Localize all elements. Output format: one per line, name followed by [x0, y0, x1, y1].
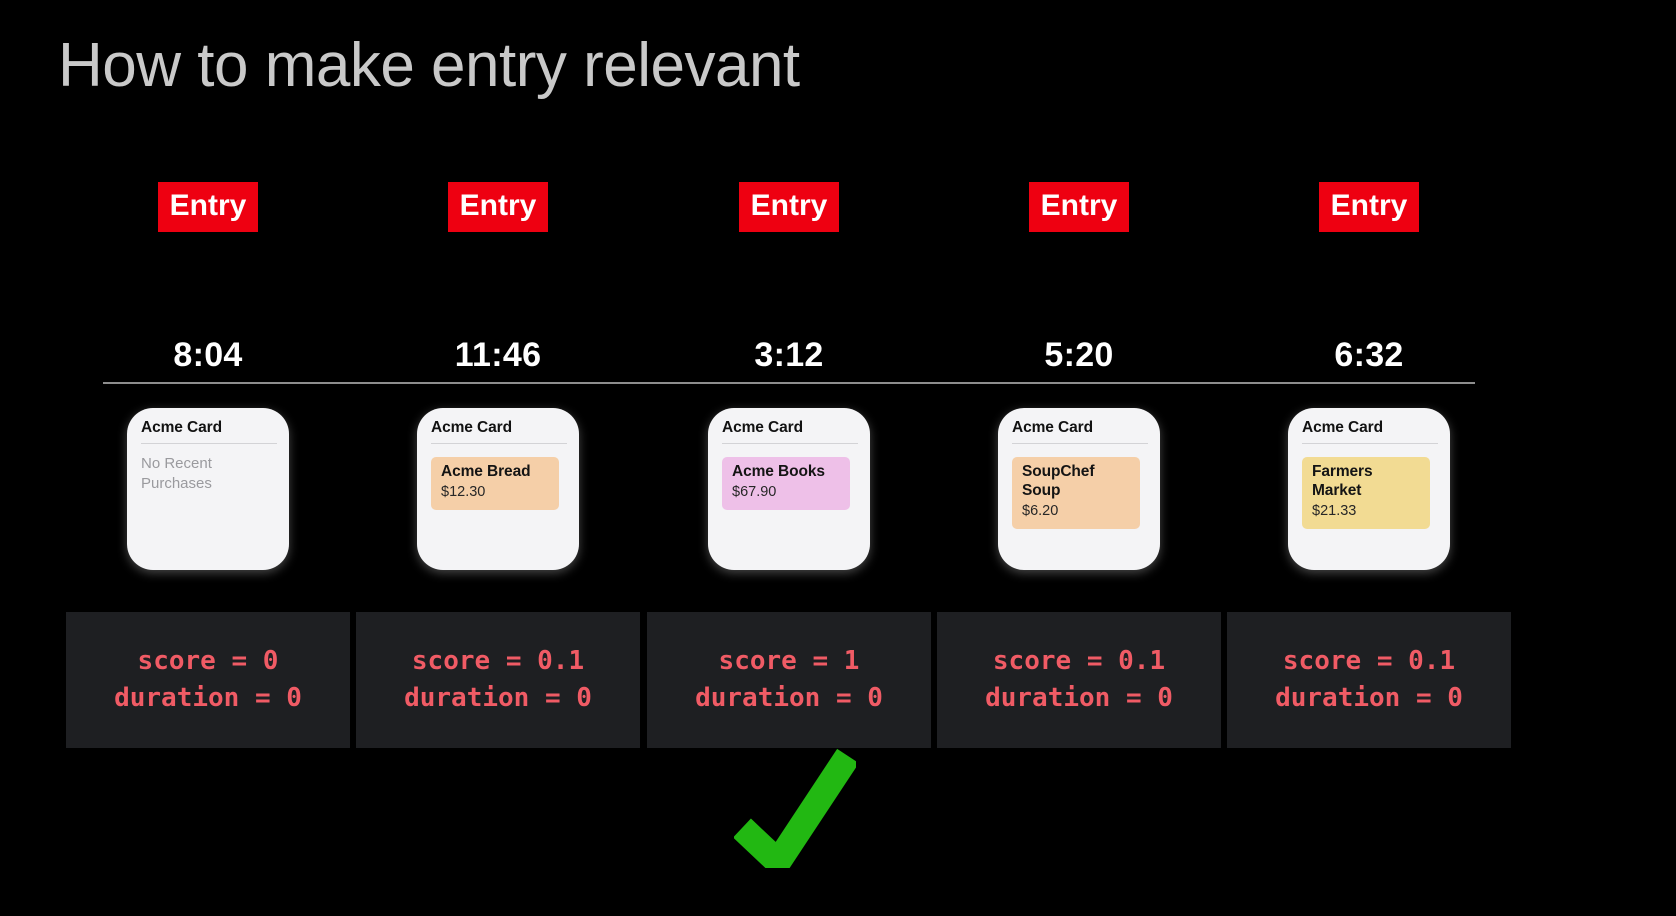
purchase-chip[interactable]: SoupChef Soup $6.20 — [1012, 457, 1140, 529]
purchase-amount: $12.30 — [441, 483, 486, 500]
code-block: score = 0.1 duration = 0 — [937, 612, 1221, 748]
code-line-duration: duration = 0 — [114, 683, 302, 713]
purchase-amount: $67.90 — [732, 483, 777, 500]
timeline-column: Entry 3:12 Acme Card Acme Books $67.90 s… — [644, 160, 934, 780]
entry-badge: Entry — [1318, 182, 1420, 232]
code-block: score = 0.1 duration = 0 — [1227, 612, 1511, 748]
code-line-score: score = 1 — [718, 646, 860, 677]
code-line-duration: duration = 0 — [404, 683, 592, 713]
card-divider — [431, 443, 567, 444]
entry-badge: Entry — [157, 182, 259, 232]
entry-timestamp: 3:12 — [754, 336, 824, 374]
card-title: Acme Card — [1012, 419, 1093, 436]
purchase-name: SoupChef Soup — [1022, 463, 1095, 499]
card-body: Acme Bread $12.30 — [417, 444, 579, 511]
code-block: score = 1 duration = 0 — [647, 612, 931, 748]
entry-badge-wrap: Entry — [934, 182, 1224, 232]
purchase-chip[interactable]: Acme Books $67.90 — [722, 457, 850, 511]
card-title: Acme Card — [141, 419, 222, 436]
code-line-score: score = 0.1 — [992, 646, 1166, 677]
entry-timestamp: 11:46 — [454, 336, 542, 374]
card-divider — [141, 443, 277, 444]
watch-card[interactable]: Acme Card SoupChef Soup $6.20 — [998, 408, 1160, 570]
card-divider — [1302, 443, 1438, 444]
card-body: Acme Books $67.90 — [708, 444, 870, 511]
entry-badge-wrap: Entry — [644, 182, 934, 232]
card-body: Farmers Market $21.33 — [1288, 444, 1450, 529]
no-purchases-text: No Recent Purchases — [141, 455, 212, 492]
entry-badge: Entry — [738, 182, 840, 232]
card-divider — [722, 443, 858, 444]
card-body: No Recent Purchases — [127, 444, 289, 494]
entry-timestamp: 8:04 — [173, 336, 243, 374]
card-divider — [1012, 443, 1148, 444]
timeline-column: Entry 11:46 Acme Card Acme Bread $12.30 … — [353, 160, 643, 780]
card-title: Acme Card — [431, 419, 512, 436]
code-line-duration: duration = 0 — [695, 683, 883, 713]
entry-badge-wrap: Entry — [63, 182, 353, 232]
purchase-chip[interactable]: Farmers Market $21.33 — [1302, 457, 1430, 529]
entry-badge: Entry — [1028, 182, 1130, 232]
purchase-name: Farmers Market — [1312, 463, 1373, 499]
entry-timeline: Entry 8:04 Acme Card No Recent Purchases… — [0, 160, 1676, 780]
timeline-divider — [103, 382, 1475, 384]
watch-card[interactable]: Acme Card Farmers Market $21.33 — [1288, 408, 1450, 570]
code-line-duration: duration = 0 — [1275, 683, 1463, 713]
entry-badge: Entry — [447, 182, 549, 232]
timeline-column: Entry 5:20 Acme Card SoupChef Soup $6.20… — [934, 160, 1224, 780]
purchase-amount: $21.33 — [1312, 502, 1357, 519]
purchase-chip[interactable]: Acme Bread $12.30 — [431, 457, 559, 511]
page-title: How to make entry relevant — [58, 31, 800, 100]
watch-card[interactable]: Acme Card No Recent Purchases — [127, 408, 289, 570]
code-line-score: score = 0.1 — [411, 646, 585, 677]
card-title: Acme Card — [1302, 419, 1383, 436]
purchase-name: Acme Bread — [441, 463, 531, 480]
watch-card[interactable]: Acme Card Acme Books $67.90 — [708, 408, 870, 570]
code-block: score = 0 duration = 0 — [66, 612, 350, 748]
code-block: score = 0.1 duration = 0 — [356, 612, 640, 748]
timeline-column: Entry 6:32 Acme Card Farmers Market $21.… — [1224, 160, 1514, 780]
card-body: SoupChef Soup $6.20 — [998, 444, 1160, 529]
code-line-score: score = 0.1 — [1282, 646, 1456, 677]
entry-badge-wrap: Entry — [1224, 182, 1514, 232]
entry-timestamp: 6:32 — [1334, 336, 1404, 374]
check-icon — [734, 748, 856, 868]
code-line-score: score = 0 — [137, 646, 279, 677]
timeline-column: Entry 8:04 Acme Card No Recent Purchases… — [63, 160, 353, 780]
purchase-amount: $6.20 — [1022, 502, 1059, 519]
watch-card[interactable]: Acme Card Acme Bread $12.30 — [417, 408, 579, 570]
purchase-name: Acme Books — [732, 463, 825, 480]
entry-timestamp: 5:20 — [1044, 336, 1114, 374]
entry-badge-wrap: Entry — [353, 182, 643, 232]
code-line-duration: duration = 0 — [985, 683, 1173, 713]
card-title: Acme Card — [722, 419, 803, 436]
